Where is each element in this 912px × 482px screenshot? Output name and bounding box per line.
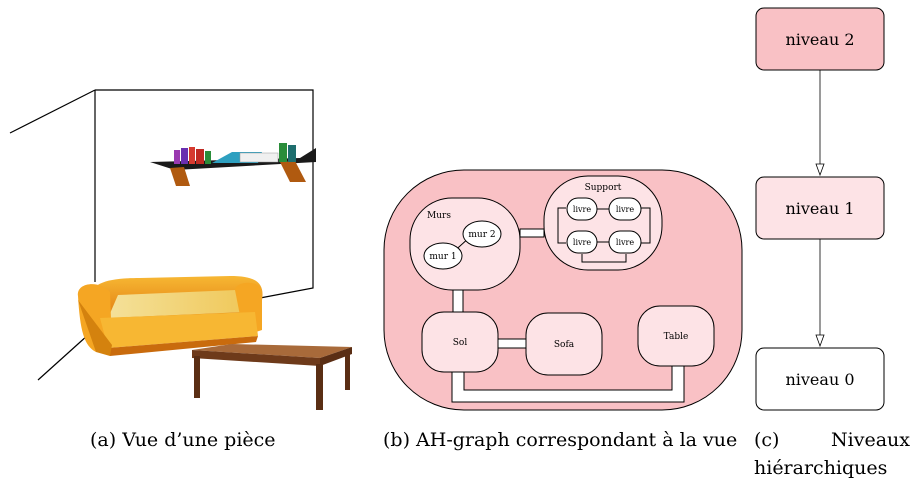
livre-label: livre xyxy=(573,238,591,247)
sol-label: Sol xyxy=(453,338,468,348)
sofa-image xyxy=(77,276,263,356)
table-image xyxy=(192,344,352,410)
ah-node-sofa xyxy=(525,312,603,376)
caption-c-line2: hiérarchiques xyxy=(754,457,888,479)
level-0-label: niveau 0 xyxy=(785,370,854,389)
caption-c-word: Niveaux xyxy=(831,429,910,451)
mur2-label: mur 2 xyxy=(468,230,495,240)
livre-label: livre xyxy=(573,205,591,214)
ah-graph: Murs mur 1 mur 2 Support livre livre liv… xyxy=(383,169,743,411)
caption-c-label: (c) xyxy=(754,429,780,451)
arrow-head xyxy=(815,163,825,177)
support-label: Support xyxy=(585,183,622,193)
hierarchy-levels: niveau 2 niveau 1 niveau 0 xyxy=(755,7,885,411)
level-2-label: niveau 2 xyxy=(785,30,854,49)
livre-label: livre xyxy=(616,238,634,247)
room-illustration xyxy=(9,89,352,410)
mur1-label: mur 1 xyxy=(429,252,456,262)
caption-b: (b) AH-graph correspondant à la vue xyxy=(383,429,738,451)
ah-node-support: Support livre livre livre livre xyxy=(543,175,663,271)
livre-label: livre xyxy=(616,205,634,214)
arrow-head xyxy=(815,334,825,348)
ah-node-table xyxy=(637,305,715,367)
table-label: Table xyxy=(664,332,689,342)
level-0-box xyxy=(755,347,885,411)
ah-node-murs: Murs mur 1 mur 2 xyxy=(409,197,521,291)
murs-label: Murs xyxy=(427,211,451,221)
sofa-label: Sofa xyxy=(554,340,575,350)
caption-a: (a) Vue d’une pièce xyxy=(90,429,276,451)
bookshelf-image xyxy=(150,143,316,186)
ah-node-sol xyxy=(421,311,499,373)
caption-c: (c) Niveaux hiérarchiques xyxy=(754,426,910,482)
level-1-label: niveau 1 xyxy=(785,199,854,218)
